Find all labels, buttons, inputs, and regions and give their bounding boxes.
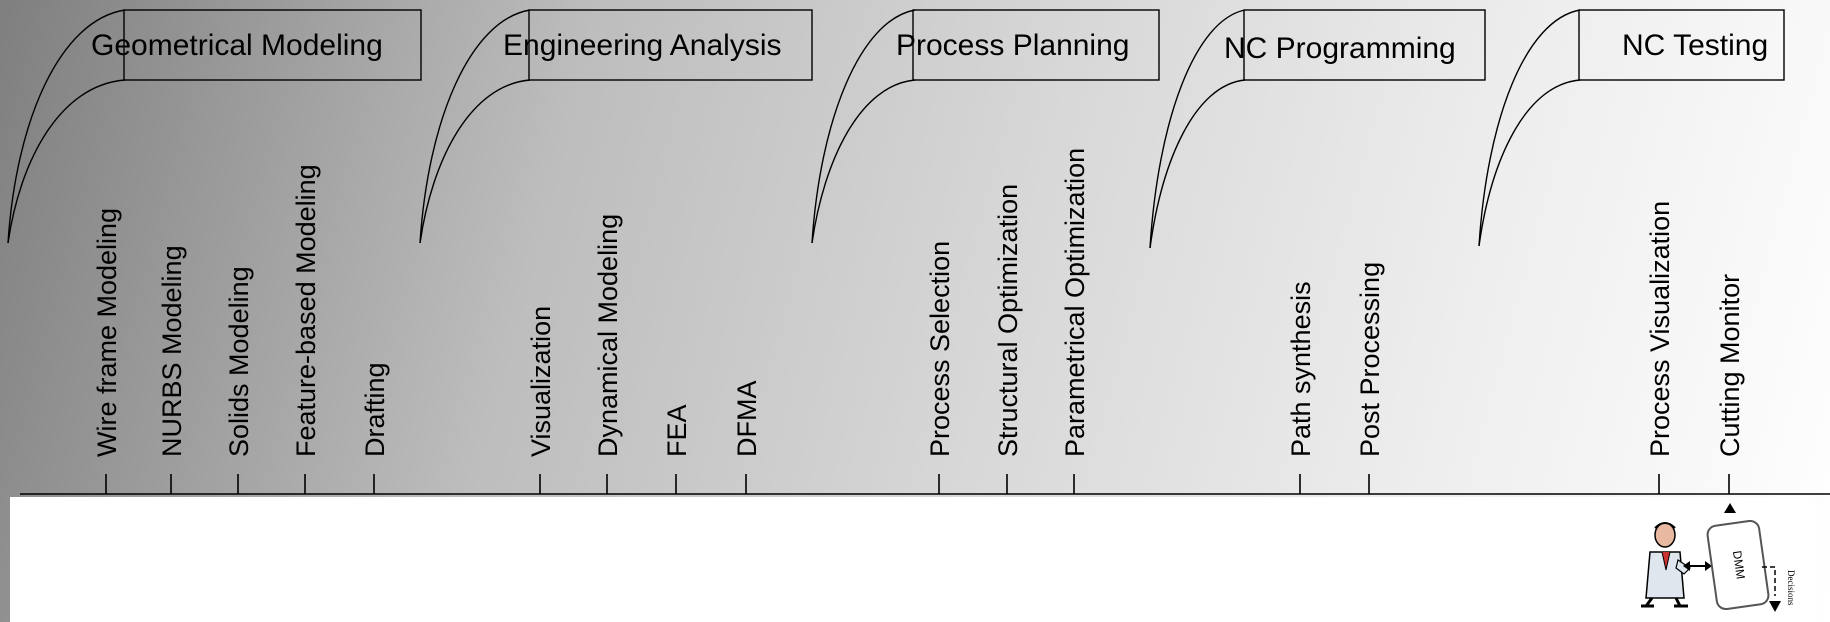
category-process-planning: Process Planning	[811, 9, 1160, 244]
item-label: Path synthesis	[1286, 281, 1316, 457]
category-box	[528, 9, 813, 81]
item-label: Process Visualization	[1645, 201, 1675, 457]
category-box	[123, 9, 422, 81]
item-label: Solids Modeling	[224, 266, 254, 457]
category-label: NC Programming	[1224, 32, 1456, 65]
category-label: Geometrical Modeling	[91, 29, 383, 62]
item-label: Cutting Monitor	[1715, 274, 1745, 457]
category-box	[1578, 9, 1785, 81]
item-label: Dynamical Modeling	[593, 214, 623, 457]
item-labels: Wire frame Modeling NURBS Modeling Solid…	[92, 148, 1745, 457]
item-label: Structural Optimization	[993, 184, 1023, 457]
dmm-label: DMM	[1730, 550, 1748, 580]
category-geometrical-modeling: Geometrical Modeling	[7, 9, 422, 244]
category-nc-programming: NC Programming	[1149, 9, 1486, 249]
item-label: Feature-based Modeling	[291, 164, 321, 457]
item-label: FEA	[662, 404, 692, 457]
category-label: Process Planning	[896, 29, 1129, 62]
category-box	[912, 9, 1160, 81]
bracket-curve	[1149, 79, 1246, 249]
bracket-curve	[1478, 9, 1581, 247]
item-label: DFMA	[732, 381, 762, 458]
category-label: Engineering Analysis	[503, 29, 782, 62]
up-arrow-icon	[1724, 503, 1736, 513]
timeline-ticks	[105, 474, 1730, 494]
decisions-arrow-icon	[1762, 566, 1781, 612]
category-engineering-analysis: Engineering Analysis	[419, 9, 813, 244]
bracket-curve	[1478, 79, 1581, 247]
double-arrow-icon	[1683, 561, 1712, 571]
item-label: Post Processing	[1355, 262, 1385, 457]
bracket-curve	[7, 79, 126, 244]
bracket-curve	[811, 79, 916, 244]
item-label: Visualization	[526, 306, 556, 457]
item-label: Process Selection	[925, 241, 955, 457]
bracket-curve	[7, 9, 126, 244]
category-label: NC Testing	[1622, 29, 1768, 62]
dmm-box: DMM	[1706, 519, 1770, 611]
category-nc-testing: NC Testing	[1478, 9, 1785, 247]
item-label: NURBS Modeling	[157, 245, 187, 457]
bracket-curve	[1149, 9, 1246, 249]
person-icon	[1641, 522, 1691, 608]
bracket-curve	[419, 79, 531, 244]
category-box	[1243, 9, 1486, 81]
decisions-label: Decisions	[1786, 570, 1796, 606]
item-label: Drafting	[360, 362, 390, 457]
bracket-curve	[419, 9, 531, 244]
item-label: Wire frame Modeling	[92, 208, 122, 457]
item-label: Parametrical Optimization	[1060, 148, 1090, 457]
bracket-curve	[811, 9, 916, 244]
bottom-panel	[10, 497, 1815, 622]
